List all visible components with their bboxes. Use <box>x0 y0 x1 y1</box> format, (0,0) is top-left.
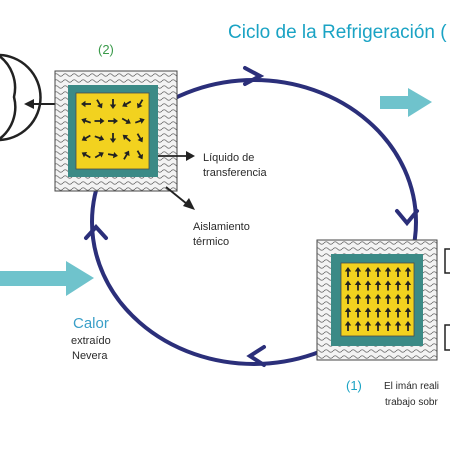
liquid-label-line2: transferencia <box>203 167 267 179</box>
extracted-label-line2: Nevera <box>72 350 108 362</box>
dipole-arrow <box>107 151 118 159</box>
magnet-work-line2: trabajo sobr <box>385 397 438 408</box>
dipole-arrow <box>136 150 144 160</box>
dipole-arrow <box>344 280 352 291</box>
dipole-arrow <box>354 267 362 277</box>
dipole-arrow <box>394 307 402 318</box>
diagram-title: Ciclo de la Refrigeración ( <box>228 22 447 43</box>
dipole-arrow <box>374 321 382 331</box>
extracted-label-line1: extraído <box>71 335 111 347</box>
disordered-dipole-arrows <box>81 99 145 160</box>
dipole-arrow <box>384 294 392 304</box>
dipole-arrow <box>94 151 104 159</box>
dipole-arrow <box>344 321 352 331</box>
dipole-arrow <box>122 100 132 108</box>
dipole-arrow <box>81 134 91 142</box>
dipole-arrow <box>364 280 372 291</box>
dipole-arrow <box>109 133 117 143</box>
dipole-arrow <box>384 307 392 318</box>
heat-label: Calor <box>73 315 109 332</box>
dipole-arrow <box>344 267 352 277</box>
side-box-top <box>444 248 450 274</box>
label-block-1: (1) <box>346 378 362 393</box>
dipole-arrow <box>354 321 362 331</box>
dipole-arrow <box>109 99 117 109</box>
dipole-arrow <box>96 99 103 109</box>
magnet-work-line1: El imán reali <box>384 381 439 392</box>
dipole-arrow <box>134 117 145 124</box>
insulation-label-line1: Aislamiento <box>193 221 250 233</box>
dipole-arrow <box>384 321 392 331</box>
dipole-arrow <box>108 117 118 125</box>
work-in-arrow <box>380 88 432 117</box>
dipole-arrow <box>81 117 92 124</box>
dipole-arrow <box>404 321 412 331</box>
dipole-arrow <box>374 280 382 291</box>
dipole-arrow <box>122 134 131 142</box>
dipole-arrow <box>121 117 131 125</box>
dipole-arrow <box>364 321 372 331</box>
cycle-direction-arrows <box>84 66 419 367</box>
dipole-arrow <box>374 294 382 304</box>
dipole-arrow <box>394 294 402 304</box>
dipole-arrow <box>384 280 392 291</box>
liquid-pointer <box>158 151 195 161</box>
dipole-arrow <box>354 307 362 318</box>
dipole-arrow <box>364 294 372 304</box>
dipole-arrow <box>394 267 402 277</box>
dipole-arrow <box>364 267 372 277</box>
dipole-arrow <box>94 135 105 142</box>
dipole-arrow <box>94 117 105 125</box>
dipole-arrow <box>344 307 352 318</box>
insulation-label-line2: térmico <box>193 236 229 248</box>
aligned-dipole-arrows <box>344 267 412 331</box>
dipole-arrow <box>364 307 372 318</box>
side-box-bottom <box>444 324 450 351</box>
dipole-arrow <box>354 294 362 304</box>
dipole-arrow <box>384 267 392 277</box>
magnet-block-1 <box>316 239 438 361</box>
dipole-arrow <box>136 99 144 109</box>
dipole-arrow <box>81 100 91 108</box>
dipole-arrow <box>394 321 402 331</box>
dipole-arrow <box>123 150 130 160</box>
external-circle <box>0 53 42 142</box>
insulation-pointer <box>165 186 195 210</box>
liquid-label-line1: Líquido de <box>203 152 254 164</box>
heat-in-arrow <box>0 261 94 296</box>
dipole-arrow <box>394 280 402 291</box>
dipole-arrow <box>354 280 362 291</box>
label-block-2: (2) <box>98 42 114 57</box>
dipole-arrow <box>374 307 382 318</box>
dipole-arrow <box>81 151 91 159</box>
dipole-arrow <box>344 294 352 304</box>
dipole-arrow <box>404 307 412 318</box>
dipole-arrow <box>404 280 412 291</box>
dipole-arrow <box>404 294 412 304</box>
dipole-arrow <box>374 267 382 277</box>
magnet-block-2 <box>54 70 178 192</box>
dipole-arrow <box>404 267 412 277</box>
dipole-arrow <box>136 133 144 143</box>
